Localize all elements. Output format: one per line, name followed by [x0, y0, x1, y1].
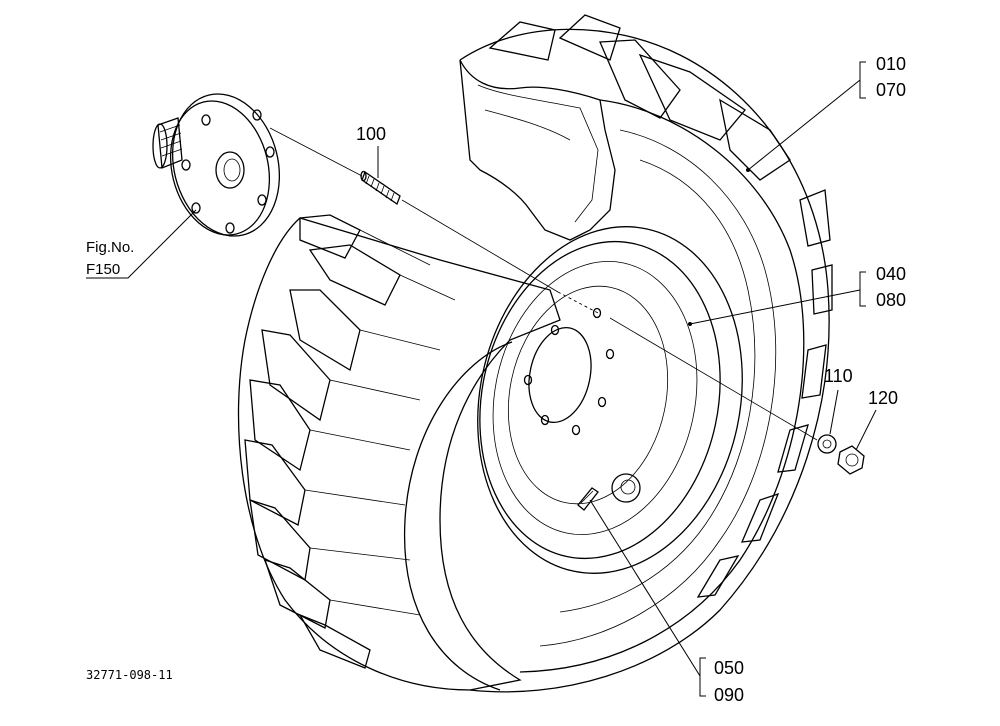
assembly-axis-line-2 [609, 317, 818, 441]
tire-front-tread [237, 214, 561, 691]
assembly-axis-line [269, 127, 559, 293]
wheel-rim [477, 226, 743, 574]
lug-nut [837, 445, 865, 475]
callout-110: 110 [824, 366, 853, 386]
figure-reference-label: Fig.No. [86, 239, 134, 256]
drawing-number: 32771-098-11 [86, 668, 173, 682]
callout-090: 090 [714, 685, 744, 705]
callout-050: 050 [714, 658, 744, 678]
tire [459, 14, 833, 693]
callout-070: 070 [876, 80, 906, 100]
callout-120: 120 [868, 388, 898, 408]
figure-reference-number: F150 [86, 261, 120, 278]
assembly-axis-hidden [557, 291, 601, 315]
washer [817, 434, 837, 454]
wheel-stud [360, 170, 401, 206]
callout-100: 100 [356, 124, 386, 144]
callout-040: 040 [876, 264, 906, 284]
callout-010: 010 [876, 54, 906, 74]
axle-hub-flange [152, 93, 281, 237]
callout-080: 080 [876, 290, 906, 310]
leader-lines [86, 61, 877, 697]
